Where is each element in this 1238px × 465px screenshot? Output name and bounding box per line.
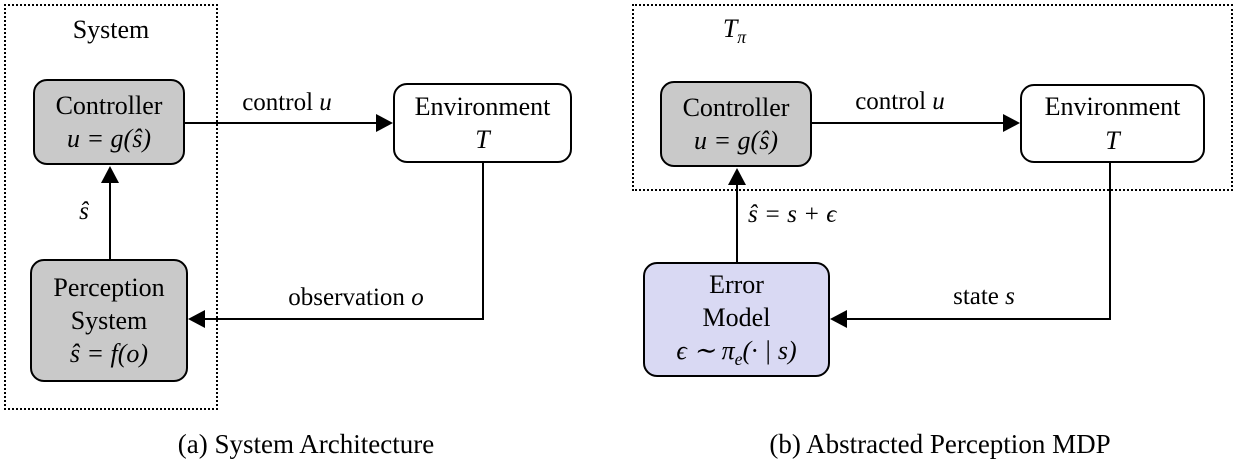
error-model-title-line1: Error [709, 269, 764, 299]
observation-word: observation [288, 284, 405, 311]
perception-system-node: Perception System ŝ = f(o) [30, 259, 188, 382]
environment-formula-a: T [475, 125, 490, 154]
controller-formula-b: u = g(ŝ) [694, 126, 778, 155]
environment-title-a: Environment [414, 91, 551, 121]
environment-title-b: Environment [1044, 92, 1181, 122]
environment-formula-b: T [1105, 125, 1120, 155]
estimate-arrowhead-icon-b [728, 168, 746, 185]
state-vertical-line [1109, 163, 1111, 320]
environment-node-b: Environment T [1020, 84, 1205, 163]
control-var-b: u [932, 88, 945, 115]
error-model-formula: ϵ ∼ πe(· | s) [676, 334, 796, 371]
control-arrow-line-b [812, 122, 1005, 124]
system-boundary-frame [4, 4, 218, 410]
tpi-base: T [722, 14, 738, 43]
control-var-a: u [319, 89, 332, 116]
controller-title-b: Controller [682, 92, 790, 122]
system-frame-label: System [72, 15, 150, 44]
error-formula-sub: e [734, 349, 743, 370]
state-horizontal-line [845, 318, 1111, 320]
estimate-arrowhead-icon-a [101, 166, 119, 183]
abstracted-mdp-frame-label: Tπ [632, 14, 837, 48]
environment-node-a: Environment T [393, 83, 572, 163]
controller-formula-a: u = g(ŝ) [67, 124, 151, 153]
state-word: state [953, 283, 999, 310]
control-edge-label-a: control u [187, 89, 387, 117]
observation-edge-label: observation o [256, 284, 456, 312]
error-formula-post: (· | s) [742, 336, 797, 366]
observation-vertical-line [482, 163, 484, 320]
controller-node-a: Controller u = g(ŝ) [33, 79, 185, 165]
controller-title-a: Controller [55, 90, 163, 120]
error-formula-pre: ϵ ∼ π [676, 336, 735, 366]
abstracted-mdp-frame [632, 4, 1233, 191]
perception-formula: ŝ = f(o) [69, 339, 149, 369]
estimate-edge-label-b: ŝ = s + ϵ [748, 201, 837, 228]
tpi-sub: π [737, 27, 747, 48]
observation-horizontal-line [203, 318, 484, 320]
controller-node-b: Controller u = g(ŝ) [660, 81, 812, 167]
control-arrow-line-a [185, 122, 379, 124]
control-word-a: control [242, 89, 314, 116]
caption-b: (b) Abstracted Perception MDP [769, 429, 1111, 459]
perception-title-line2: System [70, 305, 148, 335]
error-model-node: Error Model ϵ ∼ πe(· | s) [643, 262, 830, 377]
state-arrowhead-icon [830, 310, 847, 328]
observation-arrowhead-icon [188, 310, 205, 328]
state-edge-label: state s [884, 283, 1084, 311]
state-var: s [1005, 283, 1015, 310]
control-edge-label-b: control u [800, 88, 1000, 116]
caption-a: (a) System Architecture [177, 429, 435, 459]
control-word-b: control [855, 88, 927, 115]
control-arrowhead-icon-a [376, 114, 393, 132]
estimate-arrow-line-b [736, 183, 738, 262]
control-arrowhead-icon-b [1003, 114, 1020, 132]
estimate-edge-label-a: ŝ [79, 198, 89, 225]
error-model-title-line2: Model [702, 303, 771, 333]
estimate-arrow-line-a [109, 181, 111, 259]
observation-var: o [411, 284, 424, 311]
perception-title-line1: Perception [53, 272, 165, 302]
